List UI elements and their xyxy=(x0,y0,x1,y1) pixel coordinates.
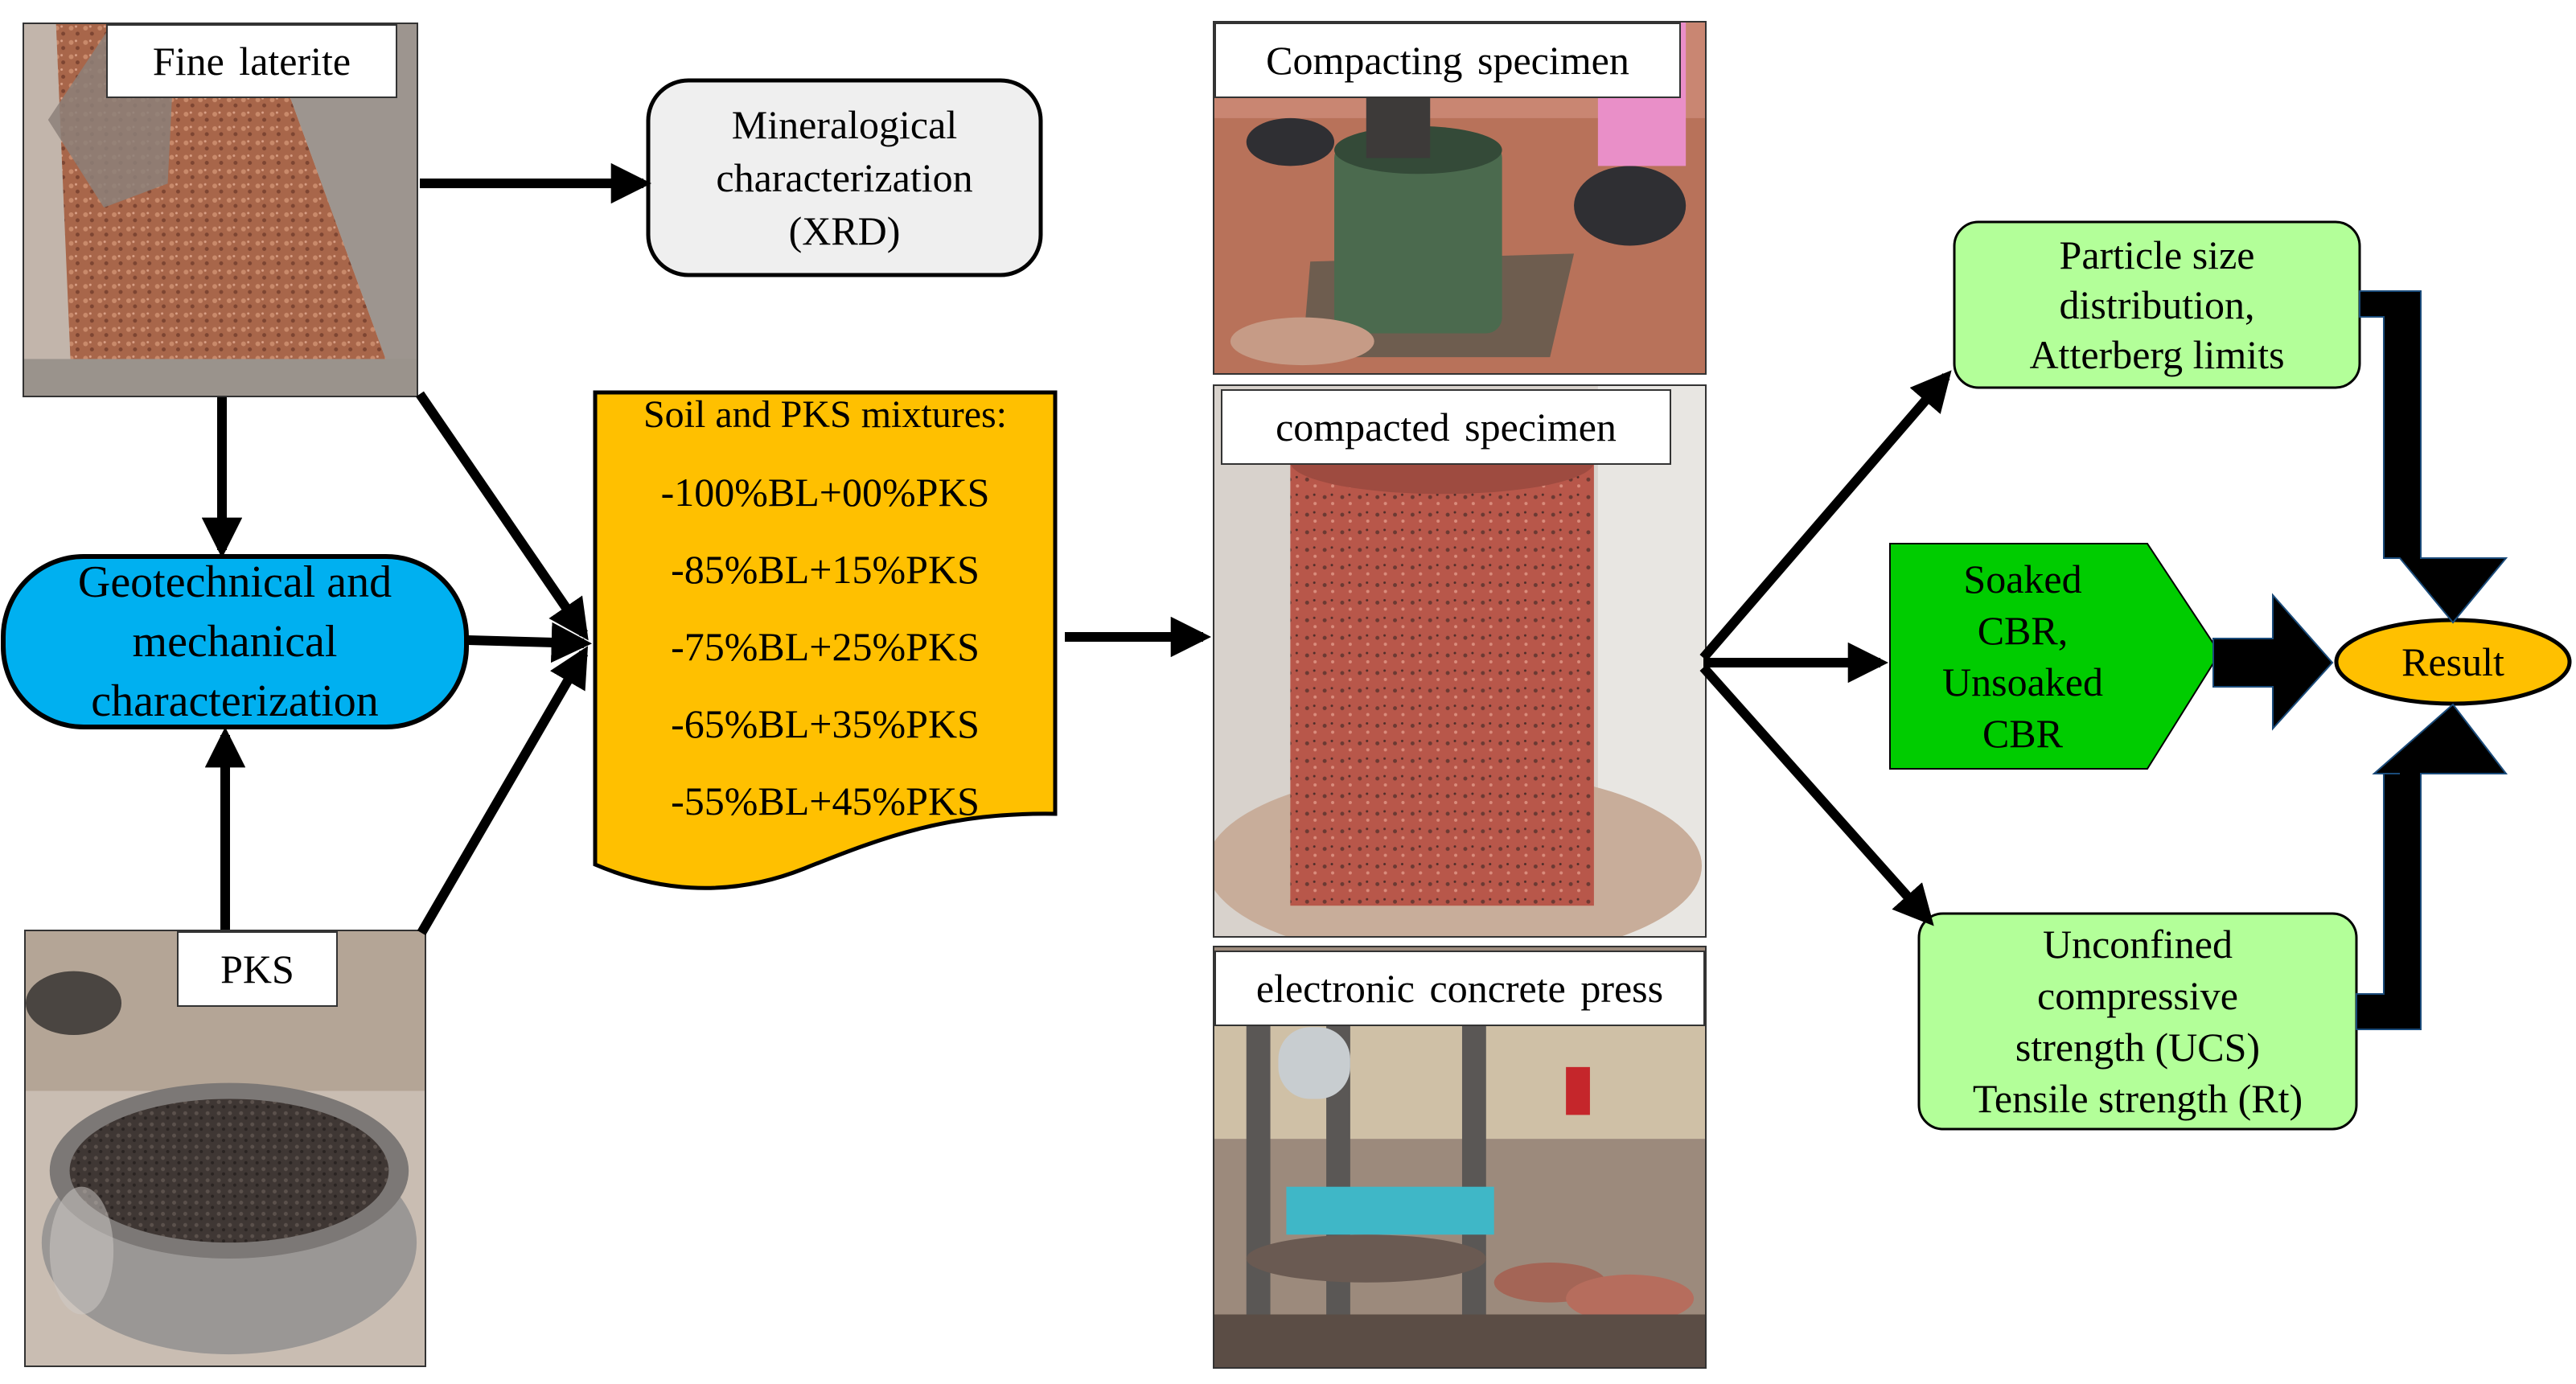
pks-caption: PKS xyxy=(177,931,338,1007)
cbr-line-4: CBR xyxy=(1982,711,2064,756)
mineralogical-characterization-box: Mineralogical characterization (XRD) xyxy=(648,80,1041,275)
mixture-item: -75%BL+25%PKS xyxy=(671,624,980,669)
mineralogical-line-1: Mineralogical xyxy=(731,102,958,147)
ucs-line-4: Tensile strength (Rt) xyxy=(1972,1076,2303,1121)
mixtures-box-shape xyxy=(593,390,1058,890)
cbr-line-1: Soaked xyxy=(1963,556,2082,602)
mixture-item: -85%BL+15%PKS xyxy=(671,547,980,592)
mixture-item: -55%BL+45%PKS xyxy=(671,778,980,823)
concrete-press-caption: electronic concrete press xyxy=(1214,951,1705,1026)
ucs-box: Unconfined compressive strength (UCS) Te… xyxy=(1919,914,2356,1129)
mineralogical-line-2: characterization xyxy=(716,155,973,200)
particle-line-2: distribution, xyxy=(2059,282,2255,327)
compacting-specimen-caption: Compacting specimen xyxy=(1214,23,1681,98)
ucs-line-1: Unconfined xyxy=(2042,922,2233,967)
ucs-line-3: strength (UCS) xyxy=(2015,1025,2261,1070)
geotechnical-line-1: Geotechnical and xyxy=(77,557,392,607)
particle-size-box: Particle size distribution, Atterberg li… xyxy=(1954,222,2360,388)
ucs-line-2: compressive xyxy=(2037,973,2238,1018)
cbr-line-3: Unsoaked xyxy=(1942,659,2103,704)
cbr-line-2: CBR, xyxy=(1977,608,2069,653)
mixture-item: -65%BL+35%PKS xyxy=(671,701,980,746)
geotechnical-characterization-box: Geotechnical and mechanical characteriza… xyxy=(3,556,466,727)
cbr-box: Soaked CBR, Unsoaked CBR xyxy=(1890,544,2155,769)
mixture-item: -100%BL+00%PKS xyxy=(660,470,990,515)
fine-laterite-photo xyxy=(23,23,418,397)
particle-line-3: Atterberg limits xyxy=(2029,332,2285,377)
mineralogical-line-3: (XRD) xyxy=(788,208,901,253)
result-node: Result xyxy=(2336,620,2570,704)
result-label: Result xyxy=(2401,639,2504,684)
geotechnical-line-3: characterization xyxy=(91,676,379,726)
compacted-specimen-caption: compacted specimen xyxy=(1221,389,1671,465)
mixtures-title: Soil and PKS mixtures: xyxy=(643,393,1008,436)
geotechnical-line-2: mechanical xyxy=(132,617,338,667)
soil-pks-mixtures-box: Soil and PKS mixtures: -100%BL+00%PKS -8… xyxy=(595,392,1055,827)
fine-laterite-caption: Fine laterite xyxy=(106,24,397,98)
particle-line-1: Particle size xyxy=(2059,232,2255,277)
